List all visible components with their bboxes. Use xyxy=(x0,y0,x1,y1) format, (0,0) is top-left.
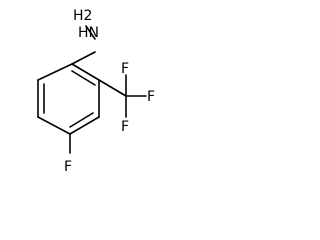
hydrazine-label: HN xyxy=(78,25,99,41)
bond-inner-double-2 xyxy=(69,112,94,128)
cf3-fluorine-top-label: F xyxy=(121,61,129,77)
bond-ring-c4-c5 xyxy=(37,116,71,135)
cf3-fluorine-right-label: F xyxy=(147,89,155,105)
cf3-fluorine-bottom-label: F xyxy=(121,119,129,135)
bond-n-n xyxy=(85,25,96,40)
bond-n-ring xyxy=(71,51,96,65)
molecule-structure: HN H2 F F F F xyxy=(37,8,155,175)
bond-ring-cf3 xyxy=(98,79,127,97)
bond-ring-c3-c4 xyxy=(69,116,100,135)
hydrazine-h2-label: H2 xyxy=(73,8,92,24)
bond-inner-double-1 xyxy=(71,70,96,86)
bond-ring-c6-c1 xyxy=(37,63,73,81)
ring-fluorine-label: F xyxy=(64,159,72,175)
bond-ring-c1-c2 xyxy=(71,63,100,81)
